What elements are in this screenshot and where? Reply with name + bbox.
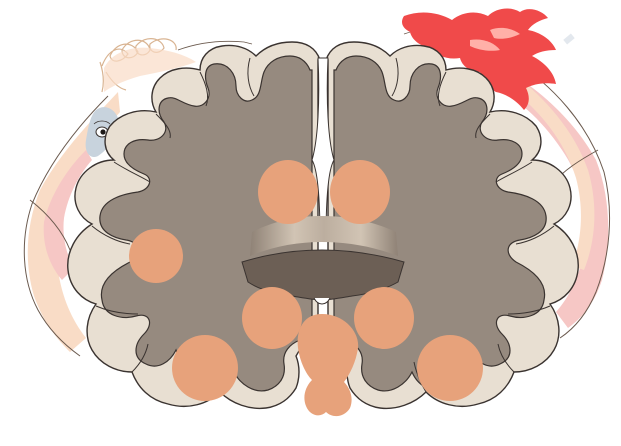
brainstem [298,314,359,416]
right-sparkle [563,33,575,44]
right-temporal-nucleus [417,335,483,401]
right-caudate-nucleus [330,160,390,224]
right-thalamus [354,287,414,349]
left-temporal-nucleus [172,335,238,401]
left-caudate-nucleus [258,160,318,224]
left-thalamus [242,287,302,349]
left-insular-nucleus [129,229,183,283]
